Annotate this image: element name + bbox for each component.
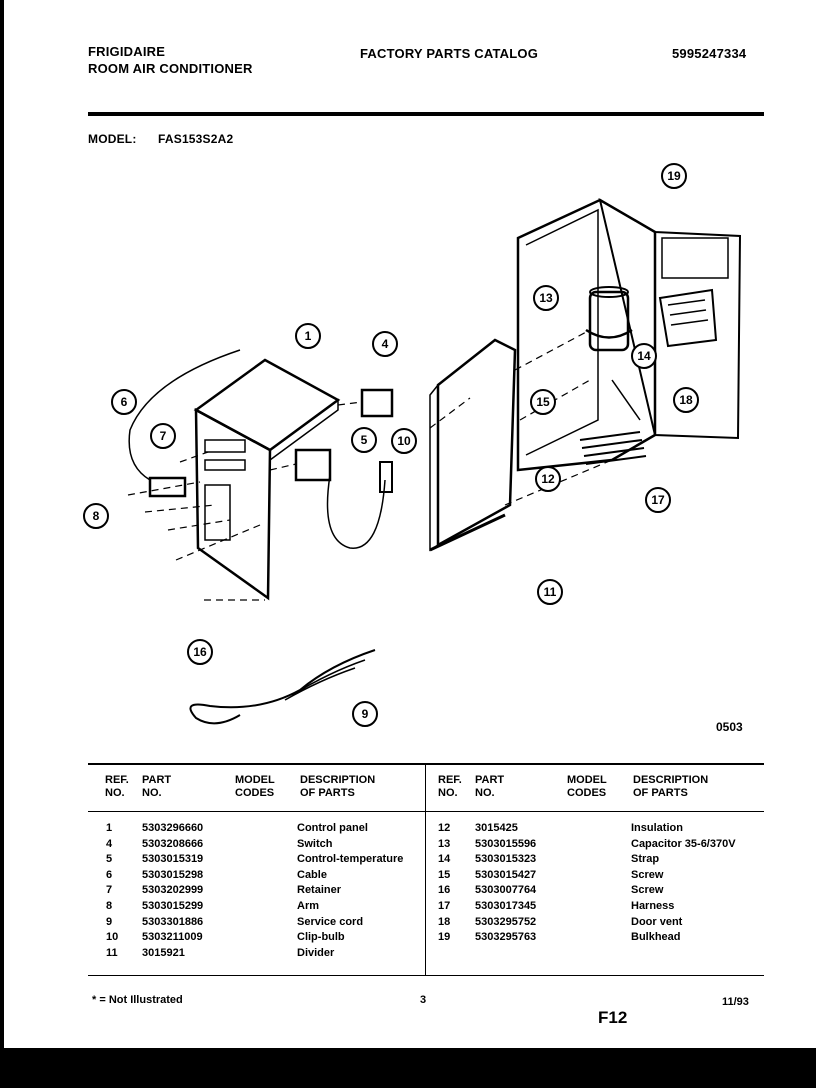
ref-cell: 9 xyxy=(106,915,113,928)
description-cell: Divider xyxy=(297,946,335,959)
ref-cell: 5 xyxy=(106,853,113,866)
page-number: 3 xyxy=(420,994,427,1006)
description-cell: Service cord xyxy=(297,915,364,928)
ref-cell: 15 xyxy=(438,868,451,881)
table-header-rule xyxy=(88,811,764,812)
revision-date: 11/93 xyxy=(722,996,749,1008)
description-cell: Retainer xyxy=(297,884,342,897)
ref-cell: 6 xyxy=(106,868,113,881)
callout-10: 10 xyxy=(391,428,417,454)
ref-cell: 11 xyxy=(106,946,118,959)
part-number-cell: 5303015298 xyxy=(142,868,204,881)
table-top-rule xyxy=(88,763,764,765)
part-number-cell: 5303301886 xyxy=(142,915,204,928)
callout-14: 14 xyxy=(631,343,657,369)
ref-cell: 8 xyxy=(106,900,113,912)
catalog-title: FACTORY PARTS CATALOG xyxy=(360,46,539,61)
ref-cell: 10 xyxy=(106,931,119,944)
part-number-cell: 3015921 xyxy=(142,946,185,959)
part-number-cell: 5303202999 xyxy=(142,884,204,897)
ref-cell: 14 xyxy=(438,853,451,866)
brand-name: FRIGIDAIRE xyxy=(88,44,166,59)
ref-cell: 12 xyxy=(438,822,451,834)
callout-8: 8 xyxy=(83,503,109,529)
ref-cell: 13 xyxy=(438,837,451,850)
part-number-cell: 5303007764 xyxy=(475,884,537,897)
ref-cell: 1 xyxy=(106,822,113,834)
model-label: MODEL: xyxy=(88,132,137,146)
description-cell: Bulkhead xyxy=(631,931,681,944)
callout-12: 12 xyxy=(535,466,561,492)
description-cell: Capacitor 35-6/370V xyxy=(631,837,736,850)
header-rule xyxy=(88,112,764,116)
scan-bottom-edge xyxy=(0,1048,816,1088)
callout-7: 7 xyxy=(150,423,176,449)
callout-4: 4 xyxy=(372,331,398,357)
exploded-parts-diagram xyxy=(127,197,742,725)
part-number-cell: 5303015299 xyxy=(142,900,204,912)
description-cell: Cable xyxy=(297,868,327,881)
ref-header-right: REF.NO. xyxy=(438,774,462,799)
callout-13: 13 xyxy=(533,285,559,311)
capacitor-drawing xyxy=(585,286,633,352)
ref-cell: 7 xyxy=(106,884,113,897)
table-column-divider xyxy=(425,765,426,975)
part-number-cell: 5303015596 xyxy=(475,837,537,850)
model-number: FAS153S2A2 xyxy=(158,132,234,146)
description-cell: Door vent xyxy=(631,915,683,928)
scan-edge xyxy=(0,0,4,1088)
catalog-number: 5995247334 xyxy=(672,46,747,61)
ref-cell: 18 xyxy=(438,915,451,928)
description-cell: Screw xyxy=(631,884,664,897)
not-illustrated-note: * = Not Illustrated xyxy=(92,994,183,1006)
description-cell: Clip-bulb xyxy=(297,931,345,944)
callout-9: 9 xyxy=(352,701,378,727)
diagram-code: 0503 xyxy=(716,720,743,734)
control-panel-drawing xyxy=(193,358,341,601)
part-number-cell: 5303017345 xyxy=(475,900,537,912)
part-number-cell: 5303015319 xyxy=(142,853,204,866)
callout-16: 16 xyxy=(187,639,213,665)
part-number-cell: 5303208666 xyxy=(142,837,204,850)
callout-1: 1 xyxy=(295,323,321,349)
callout-5: 5 xyxy=(351,427,377,453)
callout-15: 15 xyxy=(530,389,556,415)
ref-cell: 19 xyxy=(438,931,451,944)
callout-11: 11 xyxy=(537,579,563,605)
part-number-cell: 5303296660 xyxy=(142,822,204,834)
part-number-cell: 5303015323 xyxy=(475,853,537,866)
product-name: ROOM AIR CONDITIONER xyxy=(88,61,253,76)
description-cell: Insulation xyxy=(631,822,683,834)
figure-number: F12 xyxy=(598,1008,628,1027)
part-number-cell: 5303211009 xyxy=(142,931,203,944)
callout-6: 6 xyxy=(111,389,137,415)
bulkhead-drawing xyxy=(516,197,742,472)
part-number-cell: 5303015427 xyxy=(475,868,537,881)
callout-18: 18 xyxy=(673,387,699,413)
description-cell: Control panel xyxy=(297,822,368,834)
ref-cell: 4 xyxy=(106,837,113,850)
insulation-drawing xyxy=(429,338,517,552)
callout-19: 19 xyxy=(661,163,687,189)
ref-header: REF.NO. xyxy=(105,774,129,799)
description-cell: Harness xyxy=(631,900,675,912)
part-number-cell: 3015425 xyxy=(475,822,518,834)
table-bottom-rule xyxy=(88,975,764,976)
description-cell: Switch xyxy=(297,837,333,850)
ref-cell: 16 xyxy=(438,884,451,897)
callout-17: 17 xyxy=(645,487,671,513)
part-number-cell: 5303295763 xyxy=(475,931,537,944)
part-number-cell: 5303295752 xyxy=(475,915,537,928)
description-cell: Screw xyxy=(631,868,664,881)
ref-cell: 17 xyxy=(438,900,451,912)
description-cell: Strap xyxy=(631,853,660,866)
description-cell: Control-temperature xyxy=(297,853,404,866)
description-cell: Arm xyxy=(297,900,320,912)
